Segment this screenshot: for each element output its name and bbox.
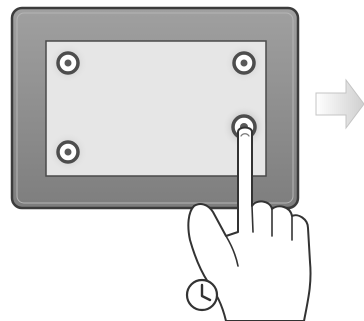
target-top-left <box>48 43 88 83</box>
next-step-arrow-icon <box>316 80 364 128</box>
clock-icon <box>187 280 217 310</box>
target-top-right <box>224 43 264 83</box>
target-bottom-left <box>48 132 88 172</box>
